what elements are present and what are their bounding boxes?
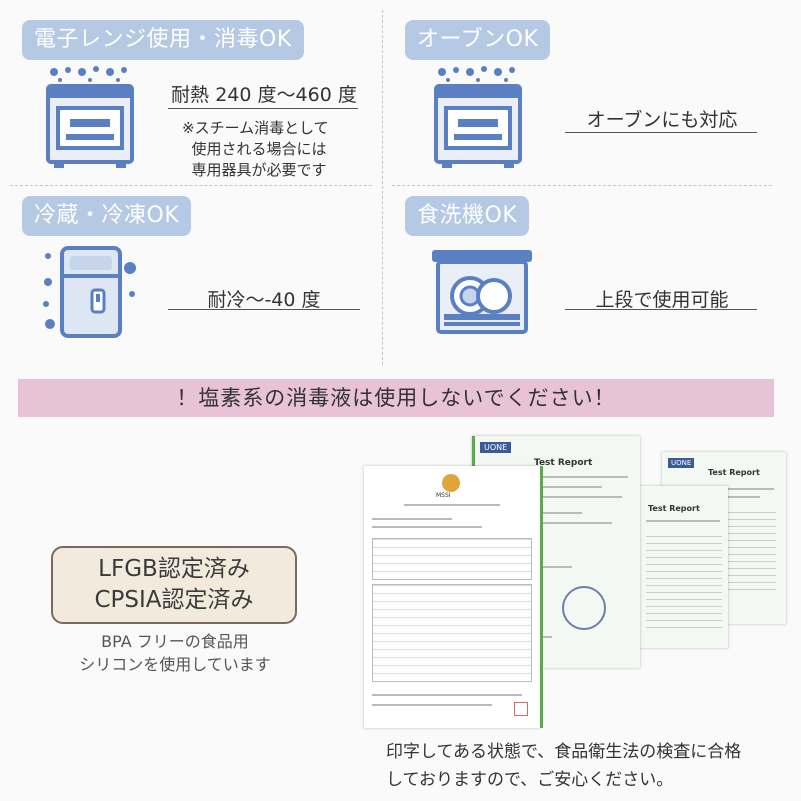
certification-box: LFGB認定済み CPSIA認定済み <box>51 546 297 624</box>
inspection-logo-text: MSSI <box>436 492 451 499</box>
report-title: Test Report <box>648 504 700 513</box>
microwave-caption: 耐熱 240 度〜460 度 <box>171 84 357 106</box>
microwave-underline <box>168 108 358 109</box>
freezer-badge: 冷蔵・冷凍OK <box>22 196 192 236</box>
bpa-free-note: BPA フリーの食品用 シリコンを使用しています <box>79 632 271 674</box>
report-title: Test Report <box>708 468 760 477</box>
dishwasher-badge: 食洗機OK <box>405 196 530 236</box>
refrigerator-icon <box>43 246 136 338</box>
japanese-inspection-certificate: MSSI <box>364 466 543 728</box>
oven-icon <box>434 66 522 168</box>
grid-divider-horizontal-left <box>10 185 372 186</box>
inspection-passed-text: 印字してある状態で、食品衛生法の検査に合格 しておりますので、ご安心ください。 <box>386 742 742 790</box>
freezer-underline <box>168 309 360 310</box>
oven-caption: オーブンにも対応 <box>586 109 738 131</box>
lab-seal-icon <box>562 586 606 630</box>
dishwasher-underline <box>565 309 757 310</box>
dishwasher-caption: 上段で使用可能 <box>595 289 729 311</box>
test-report-document-middle: Test Report <box>640 486 728 648</box>
inspection-logo <box>442 474 460 492</box>
chlorine-warning-banner: ！塩素系の消毒液は使用しないでください！ <box>18 379 774 417</box>
lab-logo: UONE <box>668 458 695 468</box>
microwave-note: ※スチーム消毒として 使用される場合には 専用器具が必要です <box>182 119 329 179</box>
lfgb-certification: LFGB認定済み <box>98 556 250 582</box>
oven-badge: オーブンOK <box>405 20 551 60</box>
report-title: Test Report <box>534 458 593 468</box>
microwave-icon <box>46 66 134 168</box>
dishwasher-icon <box>432 250 532 334</box>
lab-logo: UONE <box>480 442 512 453</box>
microwave-badge: 電子レンジ使用・消毒OK <box>22 20 304 60</box>
cpsia-certification: CPSIA認定済み <box>94 587 254 613</box>
freezer-caption: 耐冷〜-40 度 <box>207 289 321 311</box>
grid-divider-vertical <box>382 10 383 365</box>
oven-underline <box>565 132 757 133</box>
seal-stamp-icon <box>514 702 528 716</box>
grid-divider-horizontal-right <box>392 185 772 186</box>
